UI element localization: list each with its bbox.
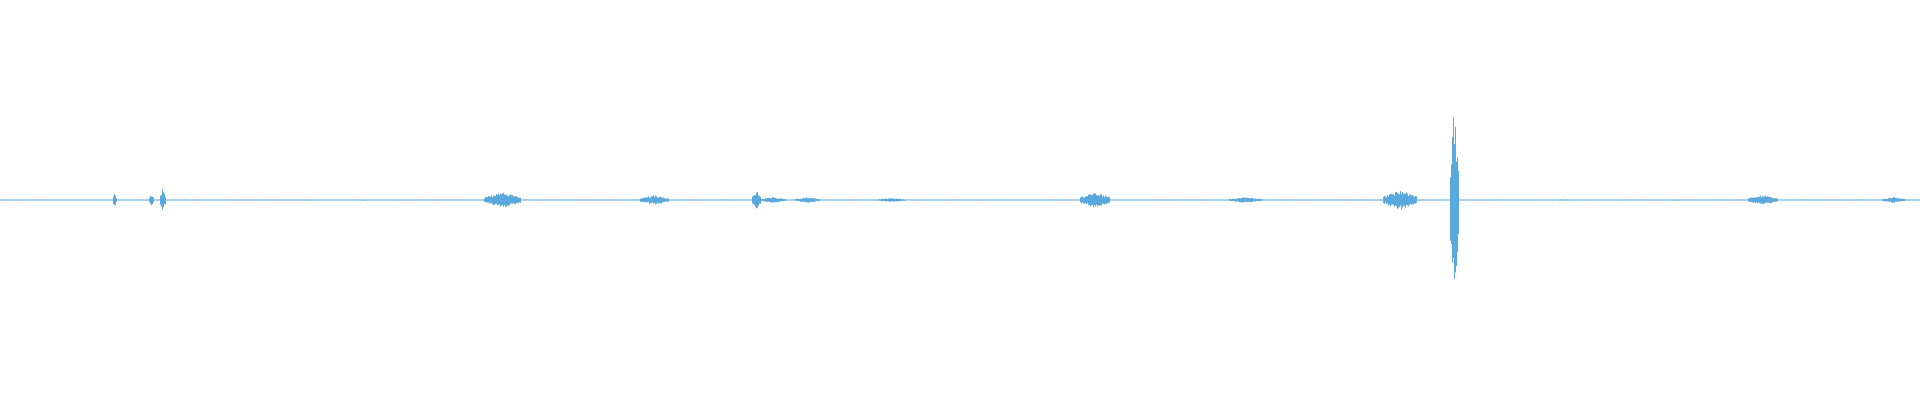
waveform-samples xyxy=(0,117,1920,279)
waveform-trace xyxy=(0,117,1920,279)
